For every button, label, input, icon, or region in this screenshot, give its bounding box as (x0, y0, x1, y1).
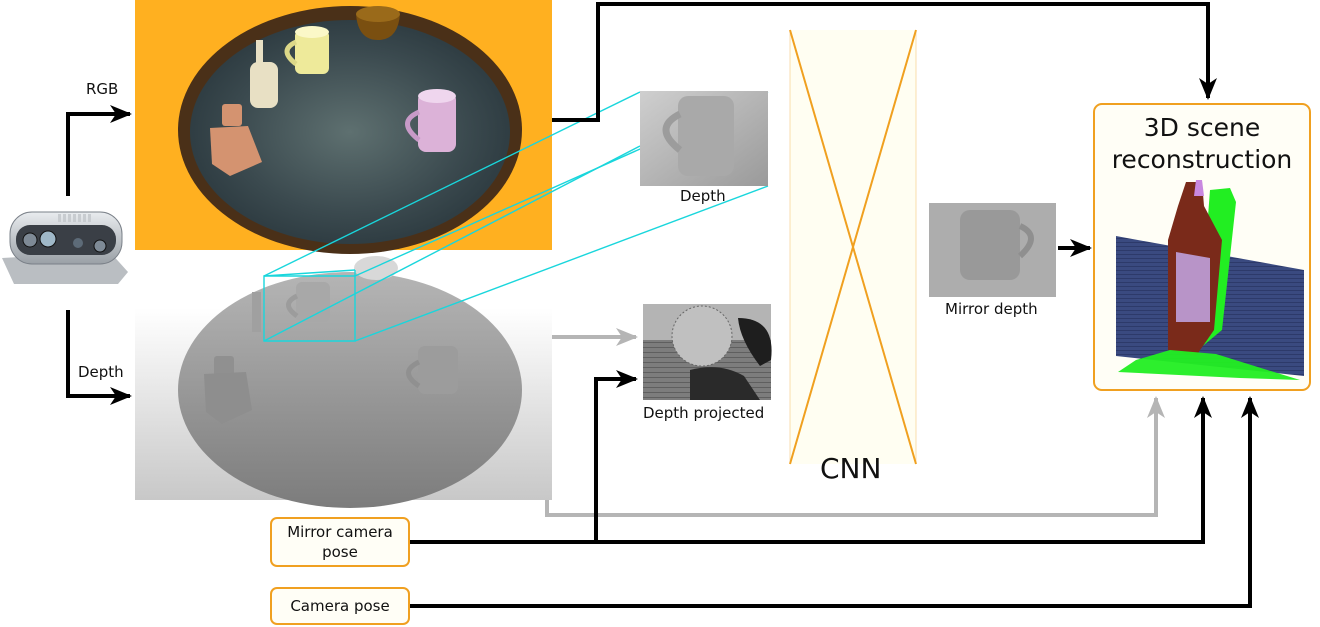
depth-image (135, 256, 552, 508)
depth-projected-image (643, 304, 772, 400)
cnn-block (789, 29, 917, 465)
point-cloud-image (1116, 180, 1304, 380)
mirror-camera-pose-line1: Mirror camera (287, 523, 393, 541)
camera-pose-label: Camera pose (290, 597, 390, 615)
depth-projected-label: Depth projected (643, 404, 765, 422)
depth-crop-image (640, 91, 768, 186)
rgb-to-output-arrow (552, 2, 1217, 122)
depth-crop-label: Depth (680, 187, 726, 205)
mirror-depth-label: Mirror depth (945, 300, 1038, 318)
cnn-label: CNN (820, 452, 882, 485)
reconstruction-title: 3D scene reconstruction (1094, 112, 1310, 176)
camera-pose-box: Camera pose (270, 587, 410, 625)
mirror-depth-image (929, 203, 1056, 297)
depth-input-label: Depth (78, 363, 124, 381)
camera-pose-to-output-arrow (410, 396, 1259, 608)
mirror-pose-to-output-arrow (410, 396, 1212, 544)
reconstruction-title-line1: 3D scene (1143, 113, 1261, 142)
rgb-label: RGB (86, 80, 119, 98)
mirror-pose-to-projected-arrow (594, 370, 638, 542)
depth-arrow (66, 310, 132, 405)
rgb-arrow (66, 105, 132, 196)
rgb-image (135, 0, 552, 254)
reconstruction-title-line2: reconstruction (1111, 145, 1293, 174)
depth-camera-icon (2, 211, 128, 284)
depth-to-output-arrow (545, 396, 1165, 517)
mirror-camera-pose-box: Mirror camera pose (270, 517, 410, 567)
mirror-camera-pose-line2: pose (322, 543, 358, 561)
